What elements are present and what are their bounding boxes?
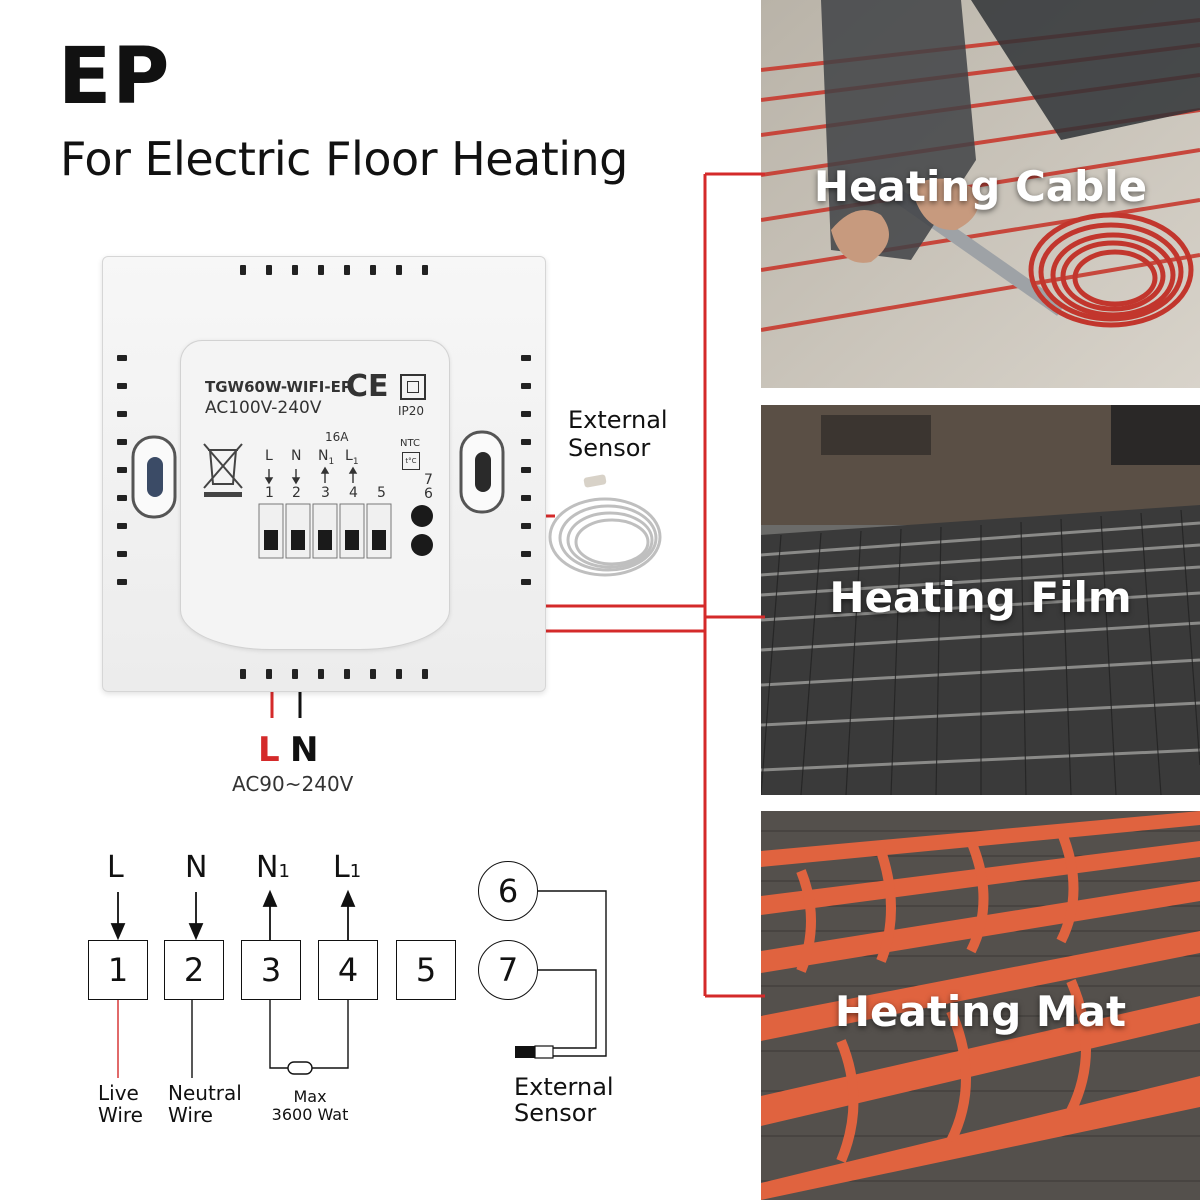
terminal-2-number: 2	[292, 485, 301, 501]
current-rating: 16A	[325, 430, 349, 444]
ntc-sensor-symbol: t°C	[402, 452, 420, 470]
schematic-label-n1-sub: 1	[278, 861, 290, 882]
photo-heating-cable: Heating Cable	[761, 0, 1200, 388]
ntc-pin-6: 6	[424, 486, 433, 502]
photo-heating-mat: Heating Mat	[761, 811, 1200, 1200]
neutral-wire-line2: Wire	[168, 1103, 213, 1127]
terminal-2-letter: N	[291, 448, 302, 464]
schematic-terminal-1: 1	[88, 940, 148, 1000]
photo-label-heating-mat: Heating Mat	[834, 987, 1127, 1036]
ntc-pin-7: 7	[424, 472, 433, 488]
schematic-label-l1-sub: 1	[349, 861, 362, 882]
external-sensor-label-line1: External	[568, 406, 668, 434]
load-caption-line2: 3600 Wat	[271, 1105, 349, 1124]
power-neutral-label: N	[290, 730, 319, 770]
terminal-4-letter-main: L	[345, 448, 353, 464]
photo-heating-film: Heating Film	[761, 405, 1200, 795]
heating-film-illustration	[761, 405, 1200, 795]
schematic-terminal-4: 4	[318, 940, 378, 1000]
weee-bin-icon	[203, 443, 243, 497]
power-live-label: L	[258, 730, 280, 770]
schematic-pin-6: 6	[478, 861, 538, 921]
schematic-sensor-line2: Sensor	[514, 1099, 597, 1127]
terminal-4-number: 4	[349, 485, 358, 501]
page-subtitle: For Electric Floor Heating	[60, 132, 628, 186]
terminal-3-number: 3	[321, 485, 330, 501]
ce-mark: CE	[346, 369, 389, 404]
schematic-pin-7: 7	[478, 940, 538, 1000]
live-wire-line1: Live	[98, 1081, 139, 1105]
external-sensor-label: External Sensor	[568, 406, 668, 462]
schematic-terminal-5: 5	[396, 940, 456, 1000]
schematic-label-l1: L1	[333, 850, 361, 885]
plate-vents	[117, 265, 531, 679]
power-voltage: AC90~240V	[232, 772, 354, 796]
heating-cable-illustration	[761, 0, 1200, 388]
neutral-wire-line1: Neutral	[168, 1081, 242, 1105]
terminal-3-letter-main: N	[318, 448, 329, 464]
schematic-lines	[110, 889, 607, 1078]
device-rating: AC100V-240V	[205, 398, 322, 418]
heating-mat-illustration	[761, 811, 1200, 1200]
schematic-label-n: N	[185, 850, 208, 885]
schematic-label-l1-main: L	[333, 850, 350, 885]
schematic-sensor-line1: External	[514, 1073, 614, 1101]
terminal-3-letter: N1	[318, 448, 334, 467]
terminal-1-letter: L	[265, 448, 273, 464]
device-model: TGW60W-WIFI-EP	[205, 378, 352, 396]
terminal-4-letter: L1	[345, 448, 359, 467]
neutral-wire-caption: Neutral Wire	[168, 1082, 242, 1126]
photo-label-heating-cable: Heating Cable	[813, 162, 1148, 211]
screw-terminal-block	[258, 503, 433, 559]
schematic-terminal-2: 2	[164, 940, 224, 1000]
live-wire-line2: Wire	[98, 1103, 143, 1127]
external-sensor-coil	[548, 474, 662, 577]
terminal-4-letter-sub: 1	[352, 456, 359, 467]
ip-icon	[400, 374, 426, 400]
load-caption: Max 3600 Wat	[262, 1088, 358, 1124]
schematic-label-l: L	[107, 850, 124, 885]
terminal-5-number: 5	[377, 485, 386, 501]
schematic-label-n1: N1	[256, 850, 290, 885]
terminal-3-letter-sub: 1	[328, 456, 335, 467]
page-title: EP	[58, 32, 171, 122]
load-caption-line1: Max	[293, 1087, 327, 1106]
external-sensor-label-line2: Sensor	[568, 434, 651, 462]
photo-label-heating-film: Heating Film	[829, 573, 1132, 622]
terminal-arrows	[264, 466, 358, 485]
schematic-label-n1-main: N	[256, 850, 279, 885]
ntc-label: NTC	[400, 438, 420, 449]
schematic-terminal-3: 3	[241, 940, 301, 1000]
live-wire-caption: Live Wire	[98, 1082, 143, 1126]
schematic-sensor-caption: External Sensor	[514, 1074, 614, 1126]
ip-rating: IP20	[398, 404, 425, 418]
terminal-1-number: 1	[265, 485, 274, 501]
